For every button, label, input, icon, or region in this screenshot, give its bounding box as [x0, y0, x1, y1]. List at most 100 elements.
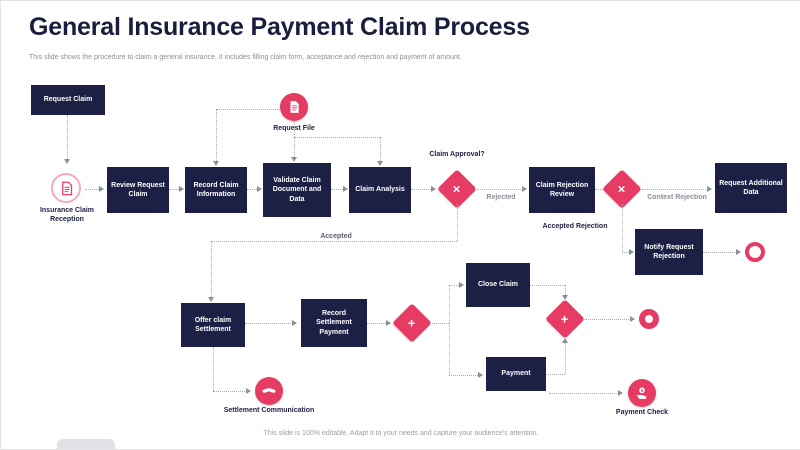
connector — [546, 374, 565, 375]
label-accepted-rejection: Accepted Rejection — [542, 223, 608, 230]
arrowhead — [291, 157, 297, 162]
decision-claim-approval: × — [437, 169, 477, 209]
label-context-rejection: Context Rejection — [647, 194, 707, 201]
gateway-settlement-join: + — [545, 299, 585, 339]
connector — [703, 252, 739, 253]
node-claim-analysis: Claim Analysis — [349, 167, 411, 213]
connector — [411, 189, 435, 190]
gateway-settlement-split: + — [392, 303, 432, 343]
connector — [211, 241, 457, 242]
arrowhead — [630, 316, 635, 322]
end-node-rejection — [745, 242, 765, 262]
connector — [331, 189, 345, 190]
arrowhead — [386, 320, 391, 326]
plus-icon: + — [408, 315, 416, 331]
connector — [380, 137, 381, 161]
node-record-settlement-payment: Record Settlement Payment — [301, 299, 367, 347]
connector — [85, 189, 99, 190]
cross-icon: × — [453, 181, 461, 197]
arrowhead — [562, 295, 568, 300]
arrowhead — [213, 161, 219, 166]
node-record-claim-information: Record Claim Information — [185, 167, 247, 213]
label-accepted: Accepted — [320, 233, 352, 240]
connector — [449, 285, 461, 286]
connector — [642, 189, 708, 190]
connector — [213, 391, 249, 392]
request-file-icon — [280, 93, 308, 121]
connector — [294, 137, 380, 138]
arrowhead — [257, 186, 262, 192]
arrowhead — [478, 372, 483, 378]
arrowhead — [562, 338, 568, 343]
arrowhead — [246, 388, 251, 394]
connector — [67, 115, 68, 159]
arrowhead — [522, 186, 527, 192]
decision-rejection-review: × — [602, 169, 642, 209]
connector — [585, 319, 633, 320]
connector — [211, 241, 212, 297]
arrowhead — [208, 297, 214, 302]
connector — [449, 375, 480, 376]
node-validate-claim-document: Validate Claim Document and Data — [263, 163, 331, 217]
arrowhead — [343, 186, 348, 192]
connector — [294, 121, 295, 159]
connector — [622, 252, 631, 253]
connector — [565, 285, 566, 297]
insurance-claim-reception-icon — [51, 173, 81, 203]
cash-hand-icon: $ — [636, 387, 647, 399]
arrowhead — [377, 161, 383, 166]
end-node-settlement — [639, 309, 659, 329]
svg-text:$: $ — [641, 388, 644, 393]
label-settlement-communication: Settlement Communication — [223, 407, 315, 414]
node-payment: Payment — [486, 357, 546, 391]
handshake-icon — [262, 388, 276, 393]
arrowhead — [736, 249, 741, 255]
arrowhead — [179, 186, 184, 192]
arrowhead — [292, 320, 297, 326]
connector — [477, 189, 523, 190]
connector — [367, 323, 390, 324]
node-request-claim: Request Claim — [31, 85, 105, 115]
node-claim-rejection-review: Claim Rejection Review — [529, 167, 595, 213]
payment-check-icon: $ — [628, 379, 656, 407]
label-payment-check: Payment Check — [615, 409, 669, 416]
connector — [245, 323, 295, 324]
connector — [216, 109, 217, 161]
connector — [247, 189, 259, 190]
page-subtitle: This slide shows the procedure to claim … — [29, 54, 462, 61]
node-close-claim: Close Claim — [466, 263, 530, 307]
node-offer-claim-settlement: Offer claim Settlement — [181, 303, 245, 347]
arrowhead — [64, 159, 70, 164]
arrowhead — [629, 249, 634, 255]
page-title: General Insurance Payment Claim Process — [29, 13, 530, 41]
connector — [169, 189, 181, 190]
connector — [530, 285, 565, 286]
connector — [216, 109, 280, 110]
cross-icon: × — [618, 181, 626, 197]
label-insurance-claim-reception: Insurance Claim Reception — [39, 207, 95, 223]
arrowhead — [618, 390, 623, 396]
arrowhead — [99, 186, 104, 192]
plus-icon: + — [561, 311, 569, 327]
settlement-communication-icon — [255, 377, 283, 405]
arrowhead — [707, 186, 712, 192]
document-icon — [61, 181, 72, 195]
document-icon — [290, 101, 299, 113]
watermark-logo — [57, 439, 115, 449]
node-review-request-claim: Review Request Claim — [107, 167, 169, 213]
connector — [213, 347, 214, 391]
connector — [549, 393, 621, 394]
connector — [595, 189, 603, 190]
footer-note: This slide is 100% editable. Adapt it to… — [263, 430, 539, 437]
connector — [457, 204, 458, 241]
connector — [565, 343, 566, 374]
connector — [449, 285, 450, 375]
label-claim-approval: Claim Approval? — [429, 151, 485, 158]
node-notify-request-rejection: Notify Request Rejection — [635, 229, 703, 275]
connector — [622, 204, 623, 252]
label-rejected: Rejected — [486, 194, 516, 201]
arrowhead — [431, 186, 436, 192]
connector — [432, 323, 449, 324]
arrowhead — [459, 282, 464, 288]
